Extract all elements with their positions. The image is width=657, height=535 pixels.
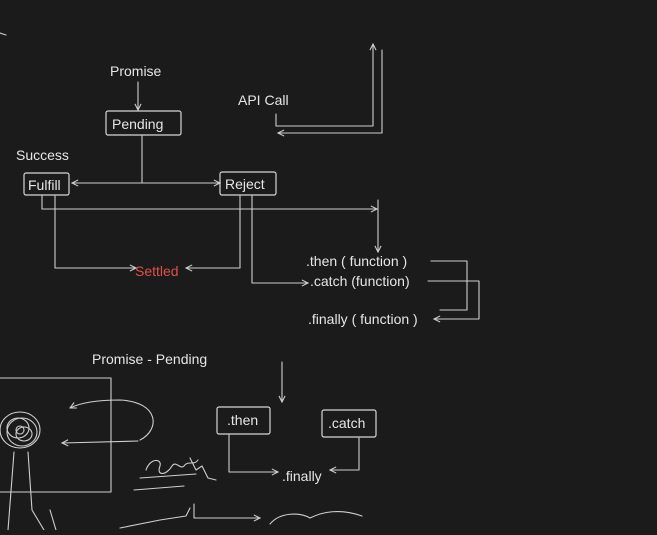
sketch-stem-right [27,451,45,531]
reject-label: Reject [225,176,265,192]
catch-box [321,409,377,438]
sketch-straight-arrow [62,441,139,443]
fulfill-to-settled-arrow [54,195,136,268]
fulfill-label: Fulfill [28,177,61,193]
handwriting-underline-1 [139,473,197,479]
reject-to-settled-arrow [186,195,241,268]
sketch-curve-arrow [70,399,154,441]
stray-mark [0,32,7,36]
pending-box [105,110,182,136]
api-call-up-arrow [275,44,373,127]
settled-label: Settled [135,263,179,279]
scribble-ball [0,411,41,449]
fulfill-box [23,172,70,196]
catch-to-finally-small-arrow [330,437,360,470]
handwriting-scribble-3 [119,507,191,529]
handwriting-scribble-2 [189,457,217,481]
then-box [216,406,271,435]
catch-label: .catch [328,415,365,431]
sketch-stem-extra [49,509,57,531]
handwriting-underline-2 [133,485,185,491]
finally-function-label: .finally ( function ) [308,311,418,327]
then-to-finally-bracket [430,260,468,311]
fulfill-to-right-arrow [41,195,377,209]
handwriting-scribble-1 [145,459,199,475]
then-label: .then [227,412,258,428]
then-to-finally-arrow [228,434,278,472]
sketch-frame [0,377,112,493]
reject-box [219,171,277,196]
bottom-arrow [193,503,260,518]
handwriting-scribble-4 [269,510,363,525]
sketch-stem-left [7,451,15,531]
api-call-return-arrow [278,49,383,133]
pending-label: Pending [112,116,163,132]
promise-label: Promise [110,63,162,79]
catch-to-finally-arrow [427,280,480,319]
success-label: Success [16,147,69,163]
finally-label: .finally [282,468,322,484]
catch-function-label: .catch (function) [310,273,410,289]
api-call-label: API Call [238,92,289,108]
reject-to-catch-arrow [251,195,308,283]
then-function-label: .then ( function ) [306,253,407,269]
promise-pending-label: Promise - Pending [92,351,207,367]
